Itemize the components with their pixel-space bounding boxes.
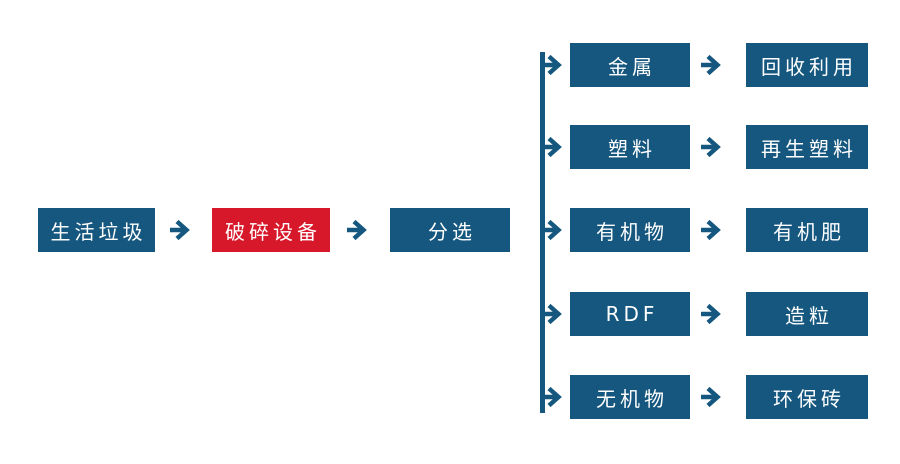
branch-connector-line <box>540 52 545 413</box>
arrow-right-icon <box>701 219 721 241</box>
arrow-right-icon <box>542 303 562 325</box>
node-granulation: 造粒 <box>746 292 868 336</box>
arrow-right-icon <box>542 54 562 76</box>
arrow-right-icon <box>701 386 721 408</box>
node-crushing-equipment: 破碎设备 <box>212 208 330 252</box>
node-sorting: 分选 <box>390 208 510 252</box>
arrow-right-icon <box>347 219 367 241</box>
node-organic-matter: 有机物 <box>570 208 690 252</box>
node-recycled-plastic: 再生塑料 <box>746 125 868 169</box>
arrow-right-icon <box>542 386 562 408</box>
node-organic-fertilizer: 有机肥 <box>746 208 868 252</box>
arrow-right-icon <box>701 54 721 76</box>
node-plastic: 塑料 <box>570 125 690 169</box>
node-metal: 金属 <box>570 43 690 87</box>
arrow-right-icon <box>701 303 721 325</box>
node-inorganic-matter: 无机物 <box>570 375 690 419</box>
node-rdf: RDF <box>570 292 690 336</box>
node-recycling: 回收利用 <box>746 43 868 87</box>
arrow-right-icon <box>542 136 562 158</box>
arrow-right-icon <box>170 219 190 241</box>
node-household-waste: 生活垃圾 <box>38 208 155 252</box>
arrow-right-icon <box>542 219 562 241</box>
node-eco-brick: 环保砖 <box>746 375 868 419</box>
arrow-right-icon <box>701 136 721 158</box>
